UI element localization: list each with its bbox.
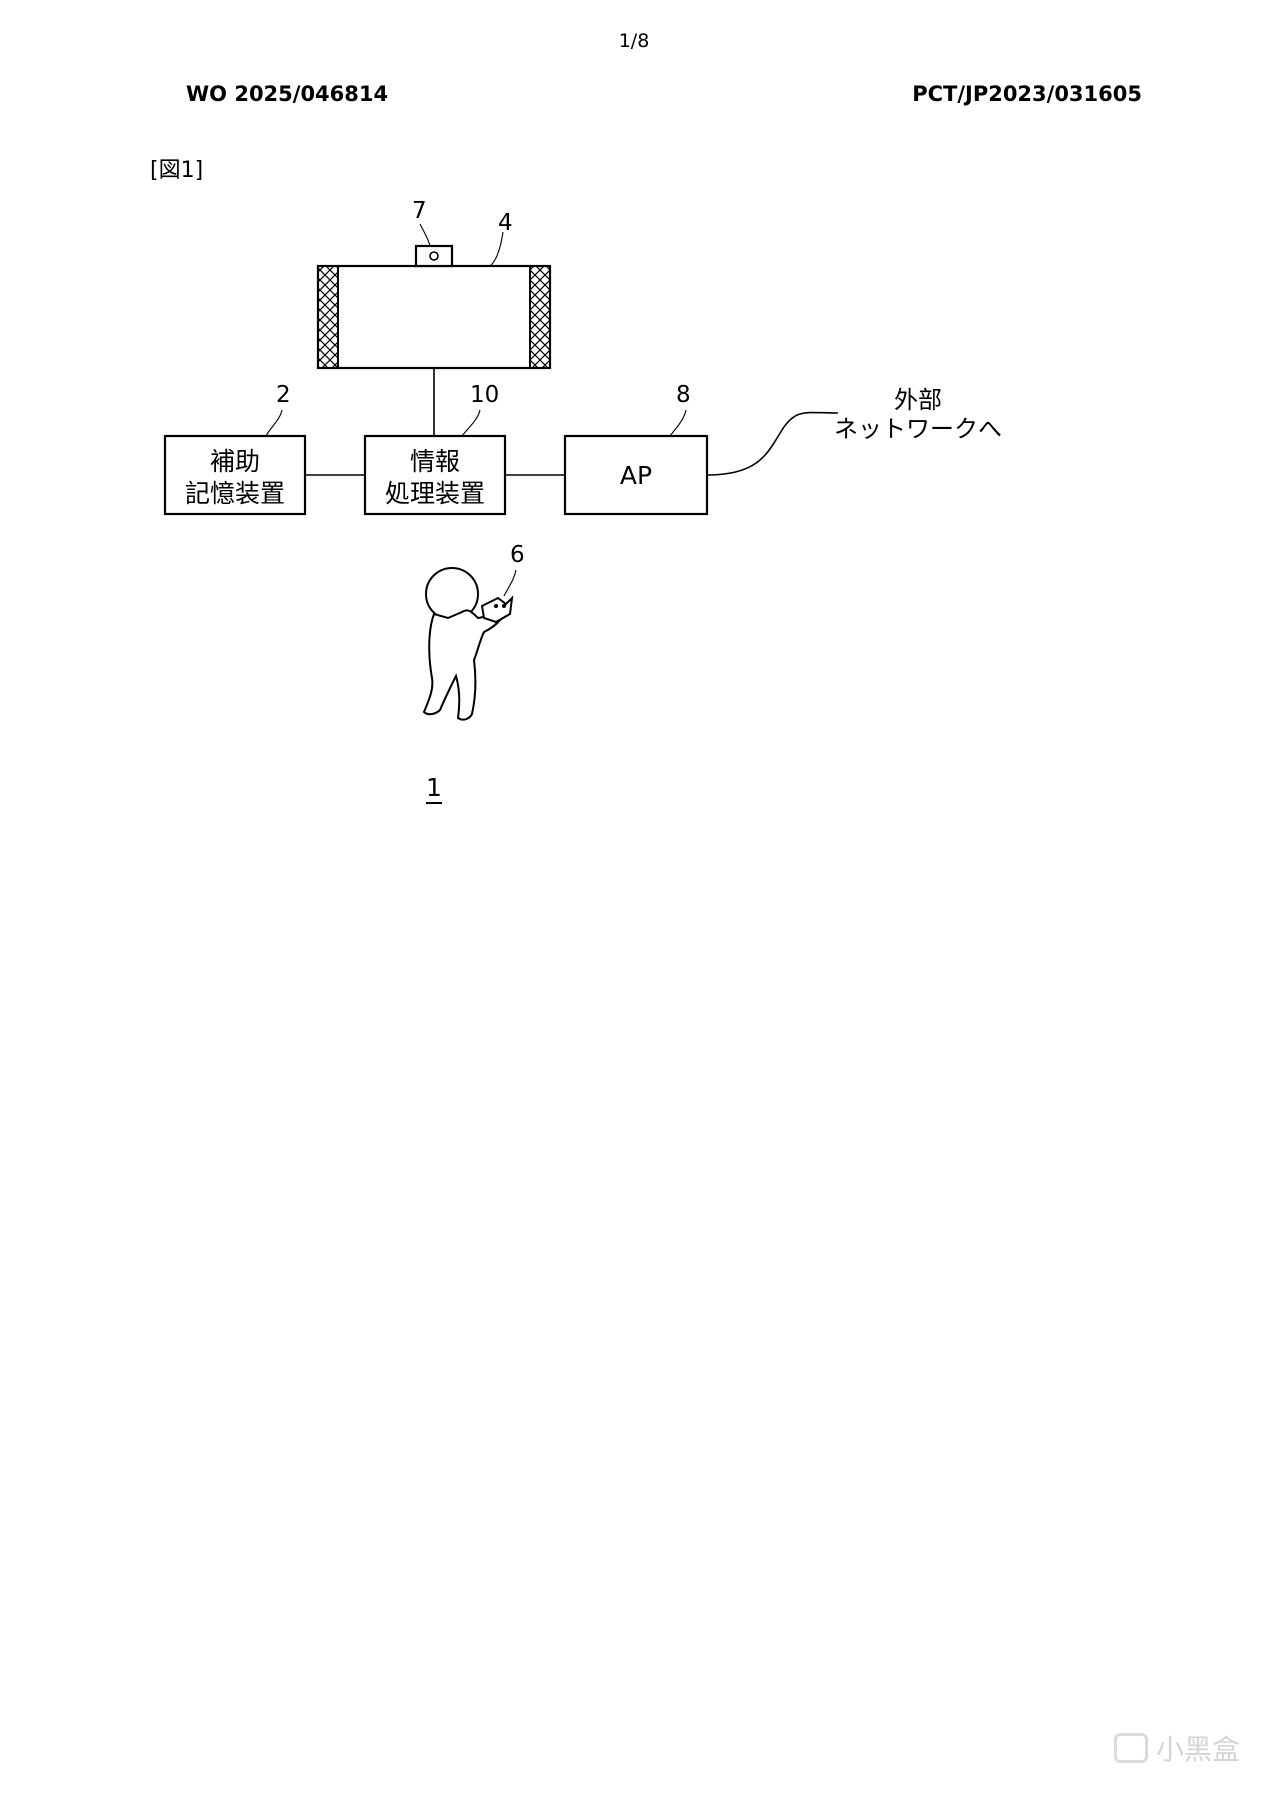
ref-controller: 6 [510, 542, 525, 568]
watermark-text: 小黑盒 [1155, 1733, 1240, 1766]
leader-access-point [669, 409, 687, 437]
aux-storage-line1: 補助 [210, 447, 260, 476]
ref-system: 1 [426, 773, 442, 802]
display-unit [316, 264, 552, 370]
page-number: 1/8 [618, 30, 650, 52]
leader-aux-storage [265, 409, 283, 437]
aux-storage-box: 補助 記憶装置 [163, 434, 307, 516]
ref-access-point: 8 [676, 382, 691, 408]
watermark-logo: 小黑盒 [1113, 1728, 1240, 1768]
info-processor-box: 情報 処理装置 [363, 434, 507, 516]
info-processor-line1: 情報 [410, 447, 460, 476]
ref-aux-storage: 2 [276, 382, 291, 408]
leader-camera [419, 223, 431, 247]
access-point-box: AP [563, 434, 709, 516]
external-line2: ネットワークへ [834, 415, 1002, 443]
external-line1: 外部 [894, 386, 942, 414]
leader-info-processor [461, 409, 481, 437]
link-ap-external [706, 411, 839, 476]
access-point-label: AP [620, 461, 652, 490]
publication-number: WO 2025/046814 [186, 82, 389, 106]
camera-unit [414, 244, 454, 268]
ref-display: 4 [498, 210, 513, 236]
ref-camera: 7 [412, 198, 427, 224]
ref-info-processor: 10 [470, 382, 499, 408]
leader-display [489, 231, 504, 267]
user-figure [422, 567, 514, 721]
application-number: PCT/JP2023/031605 [912, 82, 1142, 106]
xiaoheihe-logo-icon [1113, 1733, 1148, 1763]
aux-storage-line2: 記憶装置 [185, 479, 285, 508]
leader-controller [503, 569, 517, 597]
info-processor-line2: 処理装置 [385, 479, 485, 508]
figure-label: [図1] [150, 158, 204, 183]
